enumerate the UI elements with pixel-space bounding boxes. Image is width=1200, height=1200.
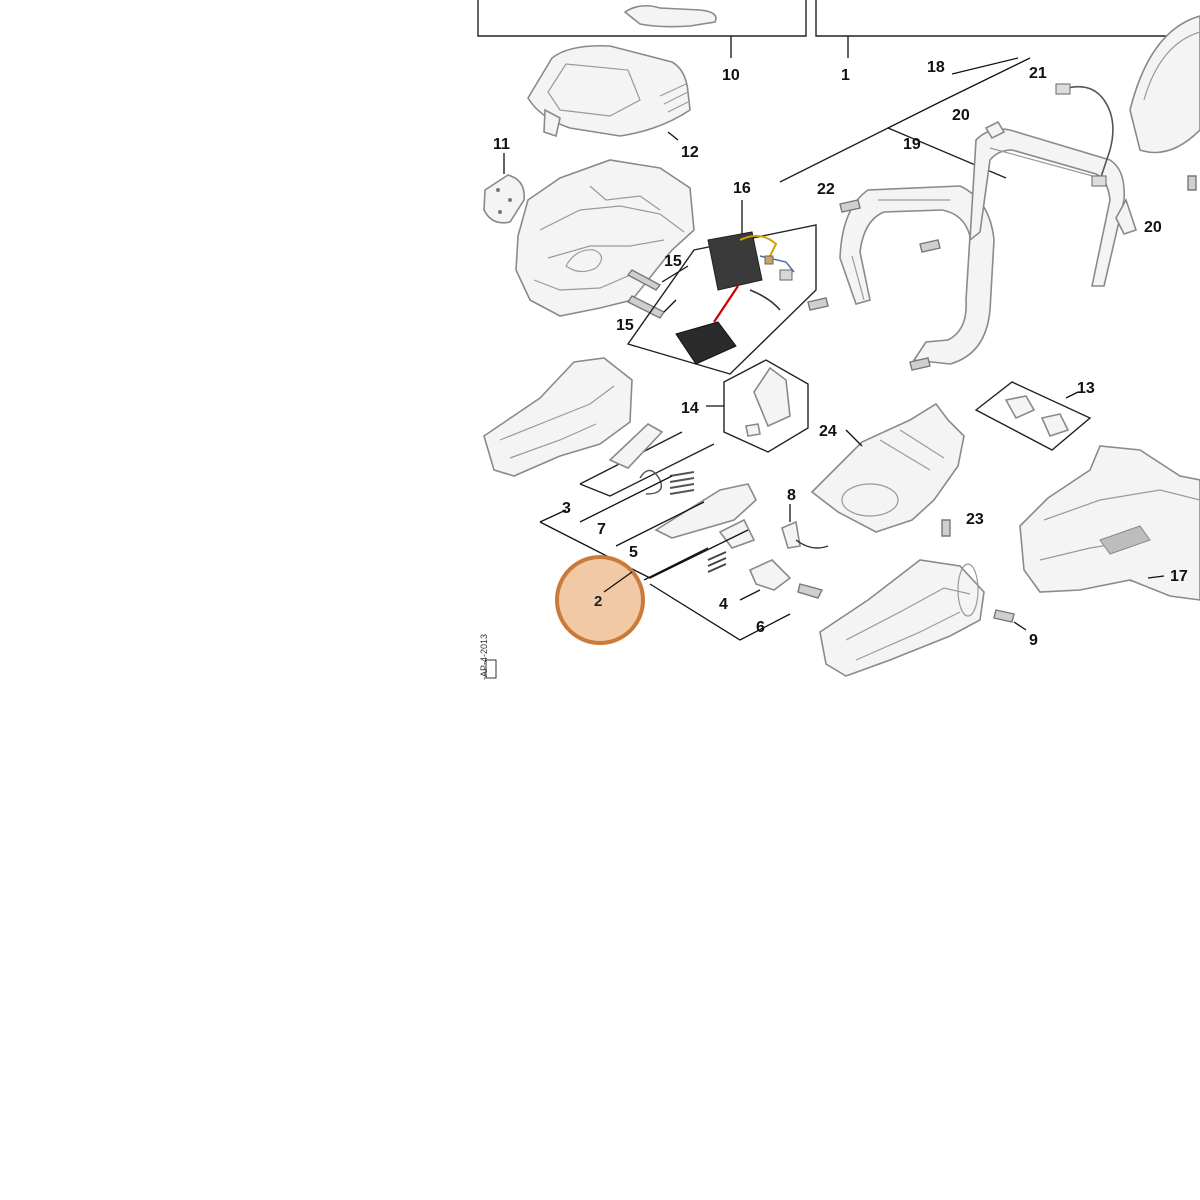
callout-20-top: 20 (952, 107, 970, 124)
callout-24: 24 (819, 423, 837, 440)
callout-22: 22 (817, 181, 835, 198)
callout-10: 10 (722, 67, 740, 84)
part-11-gasket (483, 153, 525, 224)
callout-3: 3 (562, 500, 571, 517)
callout-19: 19 (903, 136, 921, 153)
drawing-code: -AP-4-2013 (479, 634, 489, 680)
callout-11: 11 (493, 136, 510, 153)
callout-20-right: 20 (1144, 219, 1162, 236)
callout-14: 14 (681, 400, 699, 417)
part-24-housing (810, 402, 965, 533)
part-19-handle (779, 57, 1126, 365)
callout-13: 13 (1077, 380, 1095, 397)
part-21-cable (984, 83, 1138, 235)
hotspot-label: 2 (594, 593, 602, 610)
part-14-switch (706, 359, 809, 453)
left-handle-half (483, 357, 633, 477)
part-16-electronics (626, 200, 817, 375)
callout-15-upper: 15 (664, 253, 682, 270)
top-frames (477, 0, 1200, 58)
callout-15-lower: 15 (616, 317, 634, 334)
right-main-housing (1019, 445, 1200, 601)
callout-12: 12 (681, 144, 699, 161)
housing-shell (515, 159, 695, 317)
part-13-pads (974, 381, 1092, 451)
part-15-pins (626, 265, 689, 319)
callout-1: 1 (841, 67, 850, 84)
callout-8: 8 (787, 487, 796, 504)
drawing-code-box (485, 659, 497, 679)
part-9-handle-half (819, 559, 1027, 677)
callout-18: 18 (927, 59, 945, 76)
callout-21: 21 (1029, 65, 1047, 82)
trigger-assembly (539, 423, 829, 641)
callout-16: 16 (733, 180, 751, 197)
callout-23: 23 (966, 511, 984, 528)
callout-17: 17 (1170, 568, 1188, 585)
part-12-cover (527, 44, 691, 141)
callout-9: 9 (1029, 632, 1038, 649)
callout-7: 7 (597, 521, 606, 538)
callout-labels: 10 1 18 21 20 19 11 12 16 22 20 15 15 13… (493, 59, 1188, 649)
callout-5: 5 (629, 544, 638, 561)
callout-4: 4 (719, 596, 728, 613)
hotspot-part-2[interactable]: 2 (555, 555, 645, 645)
callout-6: 6 (756, 619, 765, 636)
